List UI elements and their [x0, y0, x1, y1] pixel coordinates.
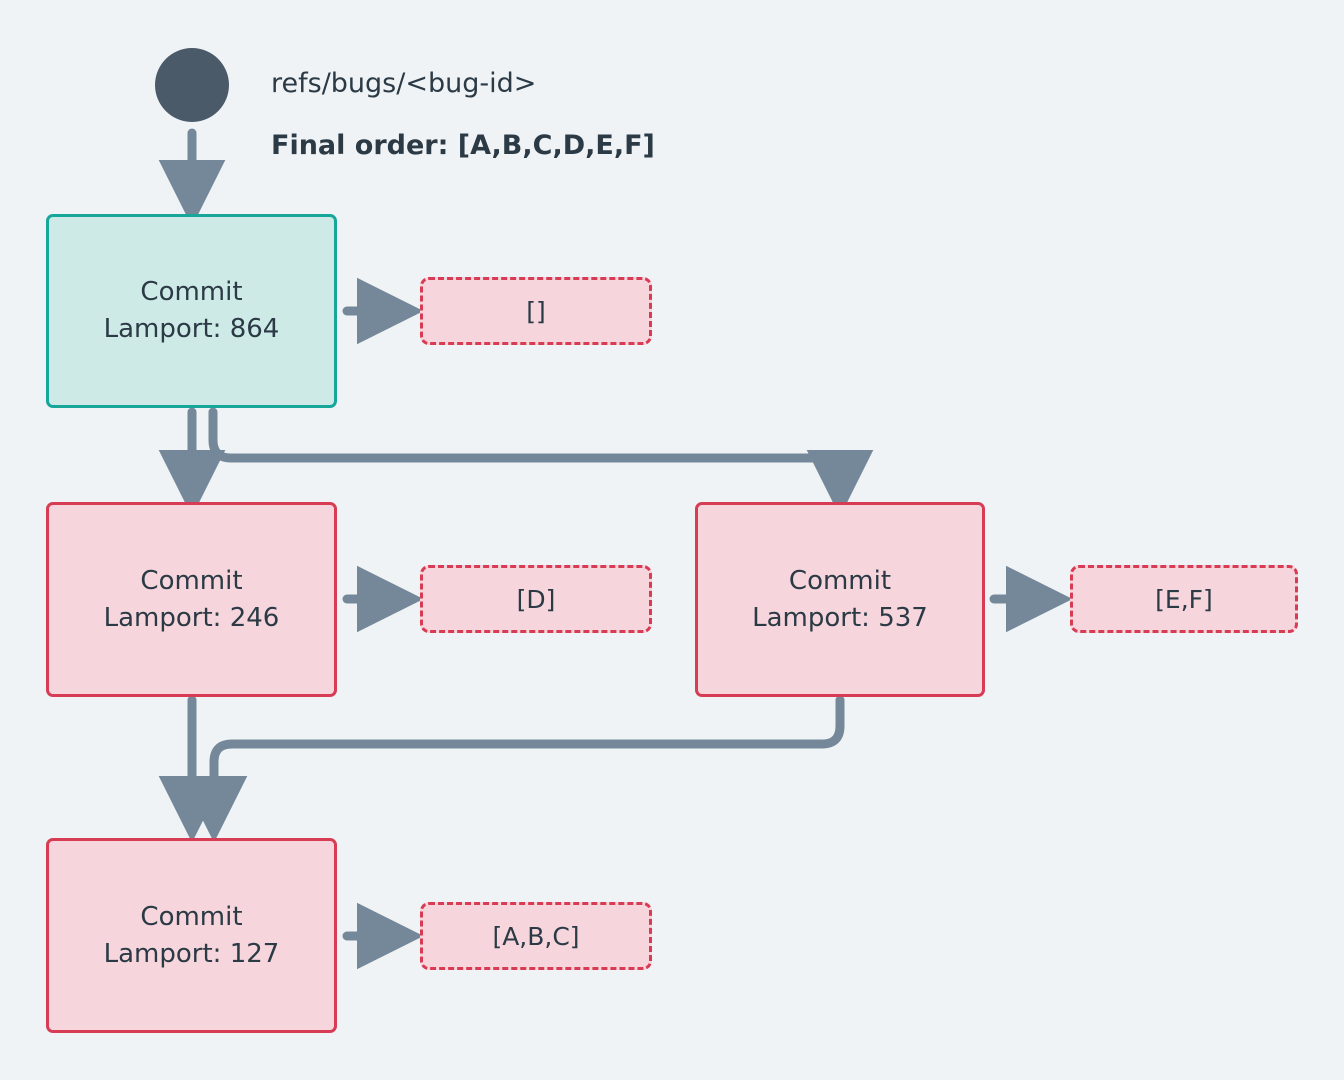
ops-list-label: []	[526, 296, 546, 326]
ops-list-label: [E,F]	[1155, 584, 1213, 614]
start-node-dot	[155, 48, 229, 122]
edge-head-to-537	[208, 407, 874, 517]
commit-title: Commit	[140, 565, 243, 596]
commit-lamport: Lamport: 246	[103, 602, 280, 633]
commit-lamport: Lamport: 537	[752, 602, 928, 633]
ops-list-label: [A,B,C]	[492, 921, 580, 951]
final-order-label: Final order: [A,B,C,D,E,F]	[271, 130, 655, 161]
commit-title: Commit	[788, 565, 892, 596]
commit-title: Commit	[140, 277, 243, 308]
ops-list-246[interactable]: [D]	[420, 565, 652, 633]
ref-label: refs/bugs/<bug-id>	[271, 68, 537, 99]
ops-list-label: [D]	[516, 584, 556, 614]
commit-lamport: Lamport: 127	[103, 938, 280, 969]
ops-list-537[interactable]: [E,F]	[1070, 565, 1298, 633]
commit-node-864[interactable]: Commit Lamport: 864	[46, 214, 337, 408]
ops-list-127[interactable]: [A,B,C]	[420, 902, 652, 970]
commit-node-127[interactable]: Commit Lamport: 127	[46, 838, 337, 1033]
commit-node-246[interactable]: Commit Lamport: 246	[46, 502, 337, 697]
edge-537-to-127	[180, 695, 845, 843]
commit-node-537[interactable]: Commit Lamport: 537	[695, 502, 985, 697]
commit-title: Commit	[140, 901, 243, 932]
ops-list-864[interactable]: []	[420, 277, 652, 345]
commit-lamport: Lamport: 864	[103, 314, 280, 344]
